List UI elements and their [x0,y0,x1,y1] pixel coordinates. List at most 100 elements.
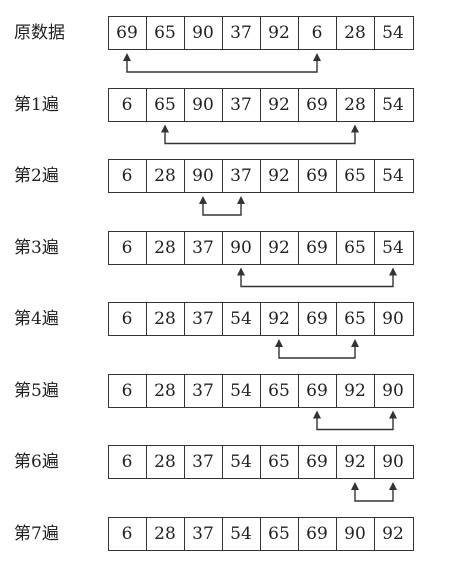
cell-divider [298,17,299,49]
swap-arrow [123,53,321,73]
cell-divider [260,17,261,49]
cell-divider [184,88,185,121]
cell-divider [222,446,223,478]
array-cell: 28 [154,166,176,186]
cell-divider [298,88,299,121]
arrow-head [237,267,245,276]
array-cell: 6 [121,452,133,472]
swap-connector [278,346,356,359]
array-cell: 69 [306,523,328,544]
array-cell: 92 [268,309,290,329]
array-row [108,516,414,551]
arrow-head [313,410,321,419]
cell-divider [260,446,261,478]
arrow-head [351,124,359,133]
cell-divider [184,231,185,264]
array-cell: 37 [192,523,214,544]
swap-connector [240,274,394,288]
row-label: 第3遍 [14,237,59,258]
array-cell: 65 [268,523,290,544]
array-cell: 65 [268,380,290,401]
row-label: 第6遍 [14,452,59,472]
array-cell: 69 [306,166,328,186]
array-cell: 92 [344,380,366,401]
cell-divider [298,160,299,192]
cell-divider [374,231,375,264]
array-cell: 6 [121,380,133,401]
cell-divider [146,303,147,335]
array-cell: 28 [154,237,176,258]
arrow-head [389,410,397,419]
cell-divider [374,517,375,550]
arrow-head [351,339,359,347]
swap-arrow [313,410,397,431]
array-cell: 6 [121,523,133,544]
array-row [108,373,414,408]
array-cell: 90 [382,380,404,401]
array-cell: 92 [382,523,404,544]
cell-divider [374,374,375,407]
cell-divider [298,517,299,550]
array-cell: 28 [154,309,176,329]
cell-divider [222,160,223,192]
row-label: 第1遍 [14,94,59,115]
cell-divider [374,160,375,192]
array-cell: 54 [382,237,404,258]
cell-divider [146,160,147,192]
cell-divider [184,303,185,335]
cell-divider [184,446,185,478]
cell-divider [222,231,223,264]
array-cell: 69 [306,452,328,472]
array-cell: 6 [121,94,133,115]
array-cell: 6 [121,309,133,329]
cell-divider [260,517,261,550]
cell-divider [336,303,337,335]
swap-connector [202,203,242,216]
cell-divider [146,374,147,407]
arrow-head [199,196,207,204]
array-cell: 65 [344,309,366,329]
row-label: 第5遍 [14,380,59,401]
cell-divider [336,231,337,264]
array-cell: 90 [192,23,214,43]
cell-divider [336,446,337,478]
cell-divider [146,517,147,550]
array-cell: 92 [268,94,290,115]
cell-divider [298,303,299,335]
cell-divider [222,517,223,550]
array-cell: 28 [154,452,176,472]
array-cell: 65 [154,94,176,115]
cell-divider [336,517,337,550]
array-cell: 69 [306,237,328,258]
row-label: 原数据 [14,23,65,43]
array-cell: 28 [154,380,176,401]
array-cell: 54 [382,94,404,115]
array-cell: 28 [344,23,366,43]
array-cell: 69 [116,23,138,43]
array-row [108,302,414,336]
array-cell: 28 [344,94,366,115]
cell-divider [260,88,261,121]
cell-divider [374,303,375,335]
array-cell: 37 [192,452,214,472]
row-label: 第2遍 [14,166,59,186]
array-cell: 65 [344,237,366,258]
cell-divider [222,374,223,407]
array-cell: 90 [192,94,214,115]
array-cell: 37 [192,237,214,258]
cell-divider [374,446,375,478]
array-cell: 37 [192,380,214,401]
arrow-head [351,482,359,490]
array-cell: 28 [154,523,176,544]
array-row [108,159,414,193]
swap-connector [126,60,318,73]
swap-arrow [237,267,397,288]
array-cell: 6 [121,166,133,186]
arrow-head [161,124,169,133]
array-cell: 65 [154,23,176,43]
array-cell: 90 [382,452,404,472]
cell-divider [222,88,223,121]
array-cell: 54 [382,166,404,186]
